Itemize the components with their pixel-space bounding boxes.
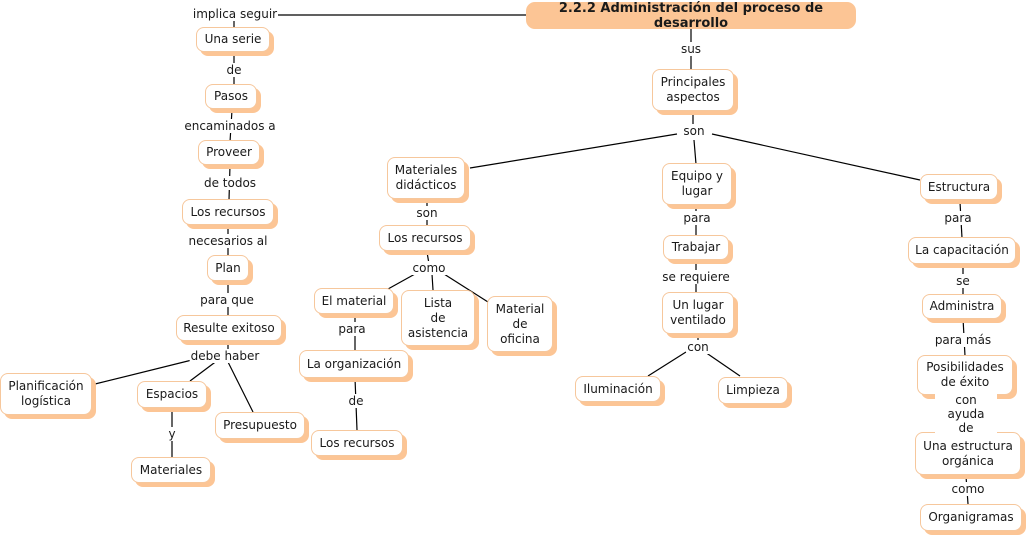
link-label: como xyxy=(950,482,986,496)
concept-pasos[interactable]: Pasos xyxy=(205,84,257,109)
link-label: encaminados a xyxy=(183,119,277,133)
link-label: de xyxy=(225,63,243,77)
concept-materiales-didacticos[interactable]: Materiales didácticos xyxy=(387,157,465,199)
concept-la-organizacion[interactable]: La organización xyxy=(299,350,409,378)
link-label: y xyxy=(167,427,177,441)
concept-los-recursos-3[interactable]: Los recursos xyxy=(311,430,403,456)
concept-estructura-organica[interactable]: Una estructura orgánica xyxy=(915,432,1021,475)
link-line xyxy=(647,351,687,377)
link-label: de todos xyxy=(202,176,258,190)
link-label: se xyxy=(955,274,971,288)
concept-espacios[interactable]: Espacios xyxy=(137,381,207,408)
link-label: para xyxy=(682,211,712,225)
link-label: se requiere xyxy=(661,270,731,284)
link-label: para que xyxy=(199,293,255,307)
concept-administra[interactable]: Administra xyxy=(922,294,1002,319)
link-label: implica seguir xyxy=(191,7,279,21)
concept-lugar-ventilado[interactable]: Un lugar ventilado xyxy=(662,292,734,334)
link-label: son xyxy=(682,124,706,138)
link-label: son xyxy=(415,206,439,220)
link-label: necesarios al xyxy=(187,234,269,248)
link-label: para xyxy=(943,211,973,225)
concept-estructura[interactable]: Estructura xyxy=(920,174,998,200)
link-label: como xyxy=(411,261,447,275)
concept-lista-de-asistencia[interactable]: Lista de asistencia xyxy=(401,290,475,346)
concept-equipo-y-lugar[interactable]: Equipo y lugar xyxy=(662,163,732,205)
link-line xyxy=(693,139,697,165)
concept-planificacion-logistica[interactable]: Planificación logística xyxy=(0,373,92,415)
concept-iluminacion[interactable]: Iluminación xyxy=(575,376,661,402)
concept-los-recursos-2[interactable]: Los recursos xyxy=(379,225,471,251)
link-label: de xyxy=(347,394,365,408)
concept-materiales[interactable]: Materiales xyxy=(131,457,211,483)
link-line xyxy=(443,273,489,303)
concept-posibilidades-de-exito[interactable]: Posibilidades de éxito xyxy=(917,355,1013,395)
concept-presupuesto[interactable]: Presupuesto xyxy=(215,412,305,439)
link-line xyxy=(227,361,254,413)
link-label: con xyxy=(686,340,710,354)
link-line xyxy=(94,357,201,385)
concept-limpieza[interactable]: Limpieza xyxy=(718,377,788,404)
link-label: debe haber xyxy=(189,349,261,363)
link-line xyxy=(387,273,416,290)
concept-proveer[interactable]: Proveer xyxy=(198,140,260,165)
link-line xyxy=(189,359,219,382)
concept-una-serie[interactable]: Una serie xyxy=(196,27,270,52)
concept-trabajar[interactable]: Trabajar xyxy=(663,235,729,260)
concept-organigramas[interactable]: Organigramas xyxy=(920,504,1022,531)
concept-resulte-exitoso[interactable]: Resulte exitoso xyxy=(176,315,282,341)
link-line xyxy=(469,133,678,169)
link-label: para xyxy=(337,322,367,336)
link-label: con ayuda de xyxy=(935,393,997,435)
link-label: para más xyxy=(933,333,993,347)
concept-plan[interactable]: Plan xyxy=(207,255,249,281)
concept-principales-aspectos[interactable]: Principales aspectos xyxy=(652,69,734,111)
concept-material-de-oficina[interactable]: Material de oficina xyxy=(487,296,553,352)
concept-la-capacitacion[interactable]: La capacitación xyxy=(908,237,1016,264)
link-label: sus xyxy=(679,42,703,56)
link-line xyxy=(711,133,921,181)
concept-los-recursos[interactable]: Los recursos xyxy=(182,199,274,225)
link-line xyxy=(431,273,434,291)
concept-el-material[interactable]: El material xyxy=(314,288,394,314)
root-concept[interactable]: 2.2.2 Administración del proceso de desa… xyxy=(526,1,856,31)
link-line xyxy=(704,351,741,377)
